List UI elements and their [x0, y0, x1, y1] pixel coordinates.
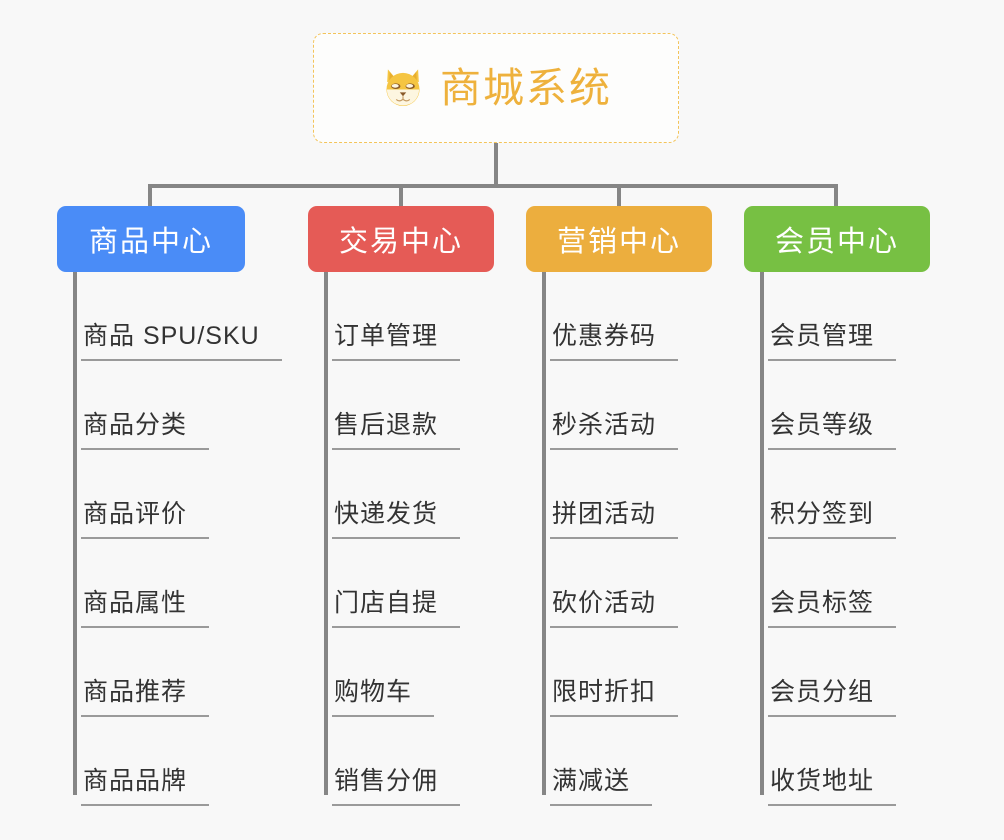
list-item-label: 商品分类: [81, 411, 210, 450]
list-item[interactable]: 限时折扣: [542, 628, 728, 717]
list-item[interactable]: 商品推荐: [73, 628, 261, 717]
list-item-label: 快递发货: [332, 500, 461, 539]
branch-items-2: 订单管理 售后退款 快递发货 门店自提 购物车 销售分佣: [324, 272, 510, 806]
list-item[interactable]: 会员管理: [760, 272, 946, 361]
branch-column-2: 交易中心 订单管理 售后退款 快递发货 门店自提 购物车 销售分佣: [308, 206, 494, 806]
list-item-label: 拼团活动: [550, 500, 679, 539]
list-item-label: 会员管理: [768, 322, 897, 361]
branch-column-3: 营销中心 优惠券码 秒杀活动 拼团活动 砍价活动 限时折扣 满减送: [526, 206, 712, 806]
branch-items-1: 商品 SPU/SKU 商品分类 商品评价 商品属性 商品推荐 商品品牌: [73, 272, 282, 806]
branch-header-4[interactable]: 会员中心: [744, 206, 930, 272]
list-item[interactable]: 会员等级: [760, 361, 946, 450]
list-item-label: 商品属性: [81, 589, 210, 628]
list-item[interactable]: 订单管理: [324, 272, 510, 361]
list-item[interactable]: 门店自提: [324, 539, 510, 628]
root-title: 商城系统: [440, 64, 612, 111]
list-item[interactable]: 商品属性: [73, 539, 261, 628]
connector-bus: [148, 184, 838, 188]
list-item[interactable]: 积分签到: [760, 450, 946, 539]
list-item-label: 收货地址: [768, 767, 897, 806]
branch-items-3: 优惠券码 秒杀活动 拼团活动 砍价活动 限时折扣 满减送: [542, 272, 728, 806]
connector-drop-4: [834, 184, 838, 208]
branch-spine-2: [324, 272, 328, 795]
connector-drop-2: [399, 184, 403, 208]
branch-spine-4: [760, 272, 764, 795]
branch-header-label: 交易中心: [338, 226, 463, 258]
list-item-label: 积分签到: [768, 500, 897, 539]
list-item[interactable]: 购物车: [324, 628, 510, 717]
list-item[interactable]: 收货地址: [760, 717, 946, 806]
list-item-label: 满减送: [550, 767, 653, 806]
branch-header-1[interactable]: 商品中心: [57, 206, 245, 272]
list-item[interactable]: 商品品牌: [73, 717, 261, 806]
list-item[interactable]: 快递发货: [324, 450, 510, 539]
list-item-label: 商品评价: [81, 500, 210, 539]
list-item-label: 售后退款: [332, 411, 461, 450]
branch-spine-1: [73, 272, 77, 795]
list-item-label: 会员标签: [768, 589, 897, 628]
list-item-label: 会员等级: [768, 411, 897, 450]
branch-items-4: 会员管理 会员等级 积分签到 会员标签 会员分组 收货地址: [760, 272, 946, 806]
list-item-label: 会员分组: [768, 678, 897, 717]
branch-column-4: 会员中心 会员管理 会员等级 积分签到 会员标签 会员分组 收货地址: [744, 206, 930, 806]
list-item-label: 秒杀活动: [550, 411, 679, 450]
list-item-label: 砍价活动: [550, 589, 679, 628]
connector-drop-1: [148, 184, 152, 208]
list-item[interactable]: 商品评价: [73, 450, 261, 539]
list-item-label: 商品 SPU/SKU: [81, 322, 282, 361]
list-item[interactable]: 商品分类: [73, 361, 261, 450]
list-item[interactable]: 满减送: [542, 717, 728, 806]
branch-header-label: 商品中心: [88, 226, 213, 258]
branch-spine-3: [542, 272, 546, 795]
branch-column-1: 商品中心 商品 SPU/SKU 商品分类 商品评价 商品属性 商品推荐 商品品牌: [57, 206, 282, 806]
branch-header-label: 营销中心: [556, 226, 681, 258]
list-item[interactable]: 拼团活动: [542, 450, 728, 539]
list-item-label: 销售分佣: [332, 767, 461, 806]
dog-face-icon: [386, 69, 420, 106]
root-node[interactable]: 商城系统: [313, 33, 679, 143]
branch-header-2[interactable]: 交易中心: [308, 206, 494, 272]
list-item[interactable]: 会员分组: [760, 628, 946, 717]
list-item-label: 商品推荐: [81, 678, 210, 717]
list-item[interactable]: 会员标签: [760, 539, 946, 628]
list-item-label: 限时折扣: [550, 678, 679, 717]
list-item-label: 门店自提: [332, 589, 461, 628]
list-item[interactable]: 秒杀活动: [542, 361, 728, 450]
list-item[interactable]: 销售分佣: [324, 717, 510, 806]
list-item-label: 购物车: [332, 678, 435, 717]
list-item[interactable]: 优惠券码: [542, 272, 728, 361]
branch-header-3[interactable]: 营销中心: [526, 206, 712, 272]
connector-drop-3: [617, 184, 621, 208]
list-item[interactable]: 售后退款: [324, 361, 510, 450]
list-item[interactable]: 商品 SPU/SKU: [73, 272, 282, 361]
branch-header-label: 会员中心: [774, 226, 899, 258]
list-item-label: 商品品牌: [81, 767, 210, 806]
list-item-label: 订单管理: [332, 322, 461, 361]
list-item-label: 优惠券码: [550, 322, 679, 361]
list-item[interactable]: 砍价活动: [542, 539, 728, 628]
connector-root-stem: [494, 143, 498, 186]
